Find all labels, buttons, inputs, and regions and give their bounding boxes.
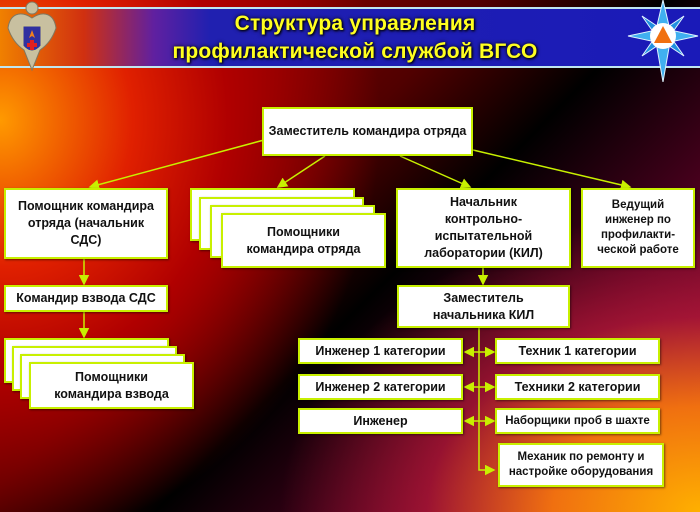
mchs-emblem-icon <box>7 1 57 72</box>
deputy-head-kil-box: Заместитель начальника КИЛ <box>397 285 570 328</box>
platoon-commander-box: Командир взвода СДС <box>4 285 168 312</box>
engineer-box: Инженер <box>298 408 463 434</box>
engineer2-box: Инженер 2 категории <box>298 374 463 400</box>
platoon-assistants-box: Помощники командира взвода <box>29 362 194 409</box>
mchs-star-icon <box>627 0 699 82</box>
deputy-commander-box: Заместитель командира отряда <box>262 107 473 156</box>
assistant-sds-box: Помощник командира отряда (начальник СДС… <box>4 188 168 259</box>
mechanic-box: Механик по ремонту и настройке оборудова… <box>498 443 664 487</box>
technicians2-box: Техники 2 категории <box>495 374 660 400</box>
assistants-commander-box: Помощники командира отряда <box>221 213 386 268</box>
page-title: Структура управления профилактической сл… <box>172 12 538 63</box>
samplers-box: Наборщики проб в шахте <box>495 408 660 434</box>
technician1-box: Техник 1 категории <box>495 338 660 364</box>
title-banner <box>0 7 700 68</box>
engineer1-box: Инженер 1 категории <box>298 338 463 364</box>
head-kil-box: Начальник контрольно-испытательной лабор… <box>396 188 571 268</box>
lead-engineer-box: Ведущий инженер по профилакти-ческой раб… <box>581 188 695 268</box>
